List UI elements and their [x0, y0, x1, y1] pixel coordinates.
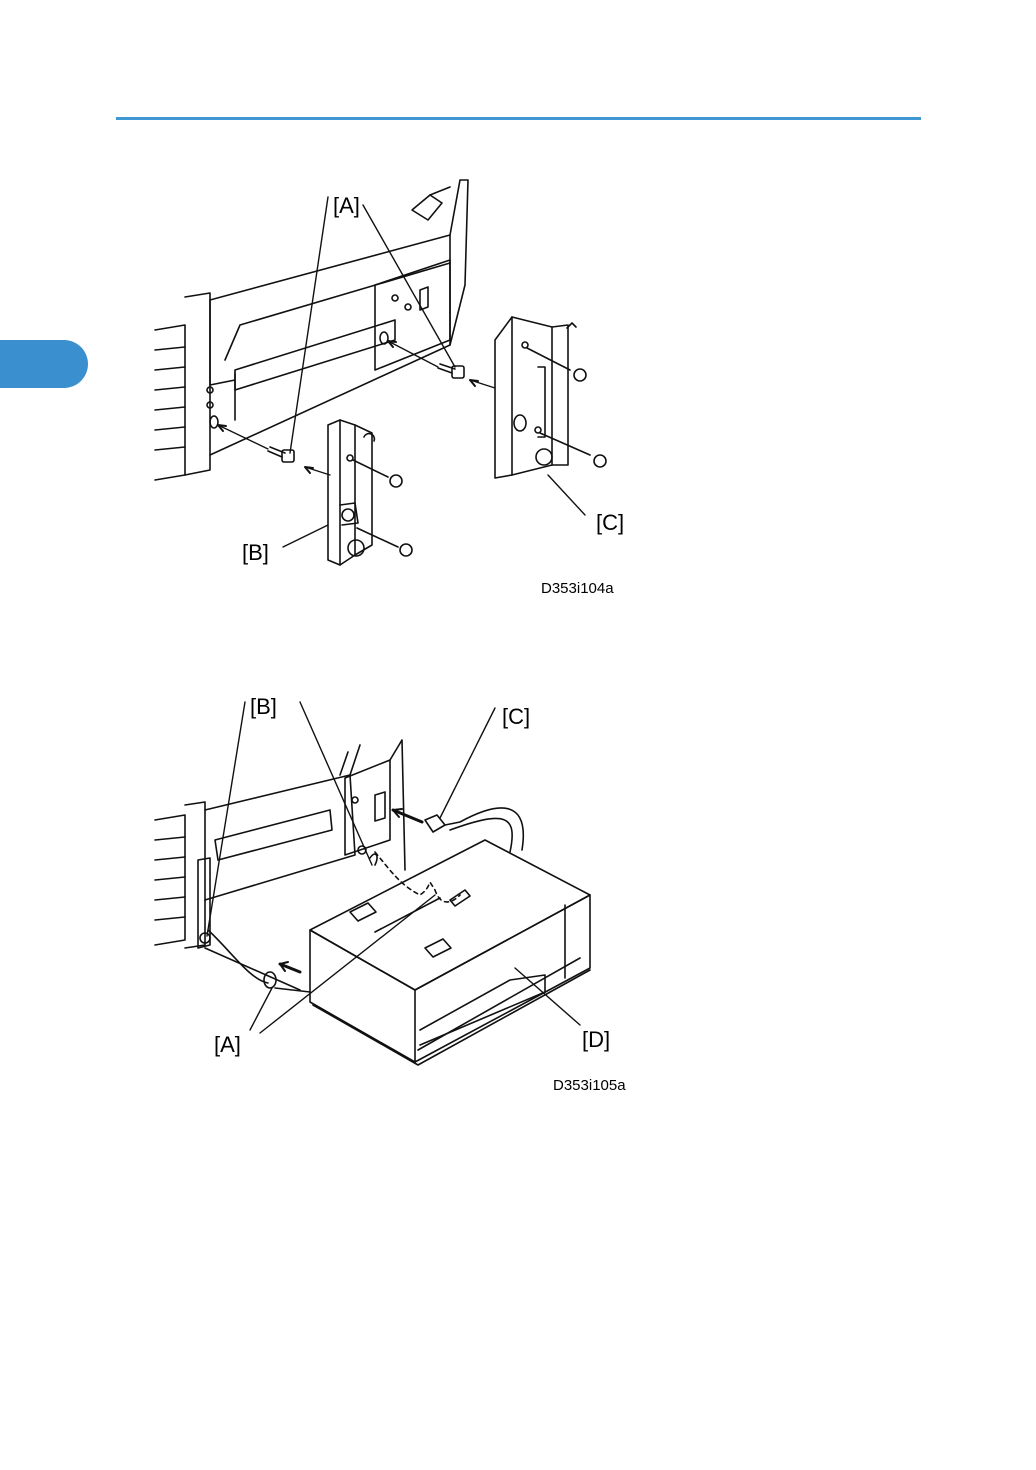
machine-body-illustration — [155, 180, 468, 480]
figure-id: D353i105a — [553, 1077, 626, 1094]
leader-b-right — [300, 702, 372, 865]
callout-d: [D] — [582, 1027, 610, 1052]
direction-arrow-icon — [450, 890, 470, 906]
callout-b: [B] — [250, 694, 277, 719]
figure-id: D353i104a — [541, 580, 614, 597]
optional-unit-d — [310, 840, 590, 1065]
leader-a-right — [363, 205, 455, 367]
bracket-c — [495, 317, 576, 478]
leader-a-right — [260, 895, 435, 1033]
bracket-b — [328, 420, 374, 565]
leader-a-left — [290, 197, 328, 453]
figure-bracket-installation: [A] [B] [C] D353i104a — [150, 175, 650, 605]
callout-a: [A] — [214, 1032, 241, 1057]
frame-hole-right — [380, 332, 388, 344]
callout-c: [C] — [596, 510, 624, 535]
callout-c: [C] — [502, 704, 530, 729]
leader-c — [440, 708, 495, 818]
leader-c — [548, 475, 585, 515]
header-rule — [116, 117, 921, 120]
callout-b: [B] — [242, 540, 269, 565]
leader-b-left — [207, 702, 245, 936]
screw-b-lower — [357, 528, 412, 556]
figure-unit-installation: [B] [C] [A] [D] D353i105a — [150, 690, 650, 1100]
chapter-tab — [0, 340, 88, 388]
callout-a: [A] — [333, 193, 360, 218]
leader-b — [283, 525, 328, 547]
hinge-loop-left — [208, 930, 268, 983]
arrow-screw-to-hole-left — [218, 425, 268, 449]
frame-hole-left — [210, 416, 218, 428]
machine-body-illustration — [155, 740, 405, 990]
screw-c-upper — [527, 348, 586, 381]
leader-a-left — [250, 988, 272, 1030]
stepped-screw-right — [438, 364, 464, 378]
screw-b-upper — [353, 460, 402, 487]
